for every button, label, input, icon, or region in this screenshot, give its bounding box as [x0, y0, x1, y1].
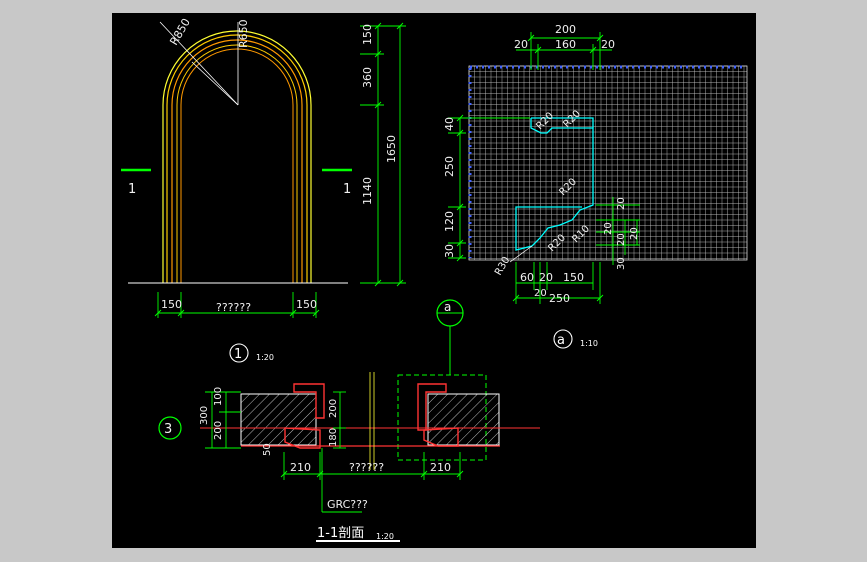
section-mark-right: 1 [343, 182, 351, 197]
dim-150-left: 150 [161, 298, 182, 311]
detail-right-20-d: 20 [629, 227, 640, 240]
detail-bottom-60: 60 [520, 271, 534, 284]
elevation-label-number: 1 [234, 347, 242, 362]
detail-a: R20 R20 R20 R10 R20 R30 200 20 160 20 [443, 23, 748, 349]
detail-bottom-small-20: 20 [534, 288, 547, 299]
section-title-scale: 1:20 [376, 532, 394, 541]
section-mid-200: 200 [328, 399, 339, 418]
detail-top-mid: 160 [555, 38, 576, 51]
section-left-300: 300 [199, 406, 210, 425]
radius-outer-label: R850 [167, 16, 193, 47]
section-left-200: 200 [213, 421, 224, 440]
elevation-label-scale: 1:20 [256, 353, 274, 362]
dim-opening-width: ?????? [216, 301, 251, 314]
dim-150-top: 150 [361, 24, 374, 45]
dim-360: 360 [361, 67, 374, 88]
section-bottom-210-right: 210 [430, 461, 451, 474]
detail-left-120: 120 [443, 211, 456, 232]
detail-right-30: 30 [616, 257, 627, 270]
section-small-50: 50 [262, 443, 273, 456]
detail-top-total: 200 [555, 23, 576, 36]
detail-left-30: 30 [443, 244, 456, 258]
detail-bottom-20: 20 [539, 271, 553, 284]
arch-elevation: R850 R650 1 1 150 360 1650 [121, 16, 406, 363]
detail-top-left: 20 [514, 38, 528, 51]
detail-radius-2: R20 [561, 108, 583, 130]
detail-left-250: 250 [443, 156, 456, 177]
material-note: GRC??? [327, 498, 368, 511]
section-mark-left: 1 [128, 182, 136, 197]
detail-left-40: 40 [443, 117, 456, 131]
section-1-1: a 3 [158, 299, 540, 542]
detail-right-20-a: 20 [616, 197, 627, 210]
section-bottom-gap: ?????? [349, 461, 384, 474]
detail-bottom-total: 250 [549, 292, 570, 305]
section-bottom-210-left: 210 [290, 461, 311, 474]
dim-1650: 1650 [385, 135, 398, 163]
detail-right-20-c: 20 [616, 233, 627, 246]
detail-bottom-150: 150 [563, 271, 584, 284]
detail-label-letter: a [557, 333, 565, 348]
detail-label-scale: 1:10 [580, 339, 598, 348]
section-left-100: 100 [213, 387, 224, 406]
section-mid-180: 180 [328, 428, 339, 447]
detail-radius-1: R20 [534, 110, 556, 132]
section-marker: 3 [164, 422, 172, 437]
detail-radius-5: R20 [546, 232, 568, 254]
drawing-canvas[interactable] [112, 13, 756, 548]
detail-radius-3: R20 [557, 176, 579, 198]
dim-150-right: 150 [296, 298, 317, 311]
callout-letter: a [444, 300, 451, 314]
detail-right-20-b: 20 [603, 222, 614, 235]
dim-1140: 1140 [361, 177, 374, 205]
section-title: 1-1剖面 [317, 526, 364, 541]
detail-top-right: 20 [601, 38, 615, 51]
radius-inner-label: R650 [237, 19, 250, 48]
